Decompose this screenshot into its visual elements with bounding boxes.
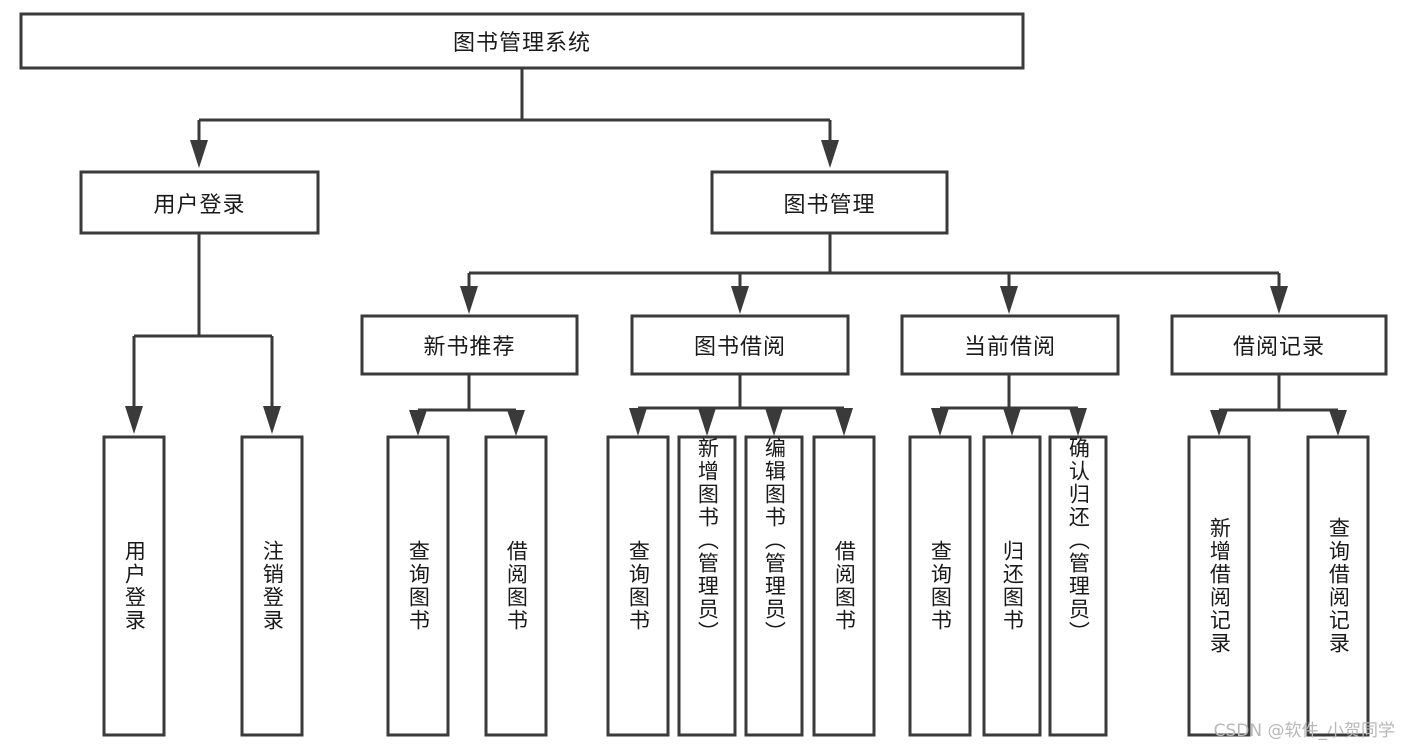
node-leaf-8-box[interactable] xyxy=(908,435,972,737)
csdn-watermark: CSDN @软件_小贺同学 xyxy=(1213,721,1395,741)
arrow-current-leaf-1 xyxy=(931,408,949,436)
node-level2-3-box[interactable] xyxy=(1170,314,1388,376)
node-level1-1-box[interactable] xyxy=(710,170,949,235)
node-leaf-2-box[interactable] xyxy=(386,435,450,737)
arrow-records-leaf-2 xyxy=(1329,410,1347,436)
arrow-root-to-userlogin xyxy=(190,140,208,168)
node-leaf-7-box[interactable] xyxy=(812,435,876,737)
connector-group-userlogin xyxy=(125,233,281,434)
node-leaf-6-box[interactable] xyxy=(744,435,804,737)
node-leaf-0-box[interactable] xyxy=(102,435,166,737)
arrow-records-leaf-1 xyxy=(1210,410,1228,436)
arrow-newbook-leaf-2 xyxy=(507,410,525,436)
arrow-current-leaf-2 xyxy=(1003,408,1021,436)
connector-group-current xyxy=(931,374,1087,436)
arrow-userlogin-leaf-1 xyxy=(125,406,143,434)
node-leaf-12-box[interactable] xyxy=(1306,435,1370,737)
node-level2-2-box[interactable] xyxy=(900,314,1120,376)
arrow-newbook-leaf-1 xyxy=(409,410,427,436)
arrow-borrow-leaf-1 xyxy=(629,408,647,436)
node-leaf-4-box[interactable] xyxy=(606,435,670,737)
node-leaf-1-box[interactable] xyxy=(240,435,304,737)
node-root-box[interactable] xyxy=(19,12,1025,70)
arrow-borrow-leaf-3 xyxy=(765,408,783,436)
arrow-bookmgmt-to-newbook xyxy=(460,286,478,314)
connector-group-root xyxy=(190,68,839,168)
node-leaf-11-box[interactable] xyxy=(1187,435,1251,737)
node-leaf-5-box[interactable] xyxy=(677,435,737,737)
arrow-userlogin-leaf-2 xyxy=(263,406,281,434)
connector-group-borrow xyxy=(629,374,853,436)
node-leaf-10-box[interactable] xyxy=(1048,435,1108,737)
node-leaf-3-box[interactable] xyxy=(484,435,548,737)
arrow-current-leaf-3 xyxy=(1069,408,1087,436)
node-level2-1-box[interactable] xyxy=(630,314,850,376)
arrow-borrow-leaf-2 xyxy=(698,408,716,436)
arrow-bookmgmt-to-current xyxy=(1000,286,1018,314)
node-level1-0-box[interactable] xyxy=(79,170,320,235)
arrow-root-to-bookmgmt xyxy=(821,140,839,168)
connector-group-newbook xyxy=(409,374,525,436)
arrow-bookmgmt-to-borrow xyxy=(731,286,749,314)
node-level2-0-box[interactable] xyxy=(360,314,579,376)
connector-group-records xyxy=(1210,374,1347,436)
node-leaf-9-box[interactable] xyxy=(982,435,1042,737)
connector-group-bookmgmt xyxy=(460,233,1288,314)
arrow-bookmgmt-to-records xyxy=(1270,286,1288,314)
arrow-borrow-leaf-4 xyxy=(835,408,853,436)
